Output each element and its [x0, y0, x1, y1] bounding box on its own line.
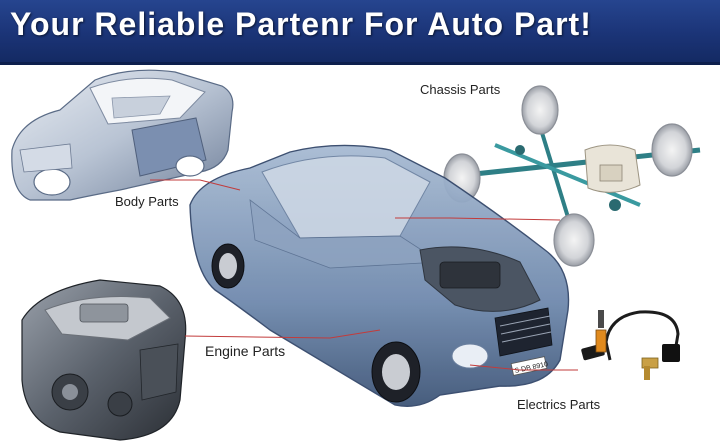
pointer-engine [184, 329, 381, 339]
pointer-lines [150, 179, 578, 371]
pointer-body [150, 179, 241, 191]
body-shell-image [11, 69, 234, 201]
engine-image [21, 279, 187, 441]
banner-title: Your Reliable Partenr For Auto Part! [10, 6, 592, 42]
label-engine-parts: Engine Parts [205, 343, 286, 359]
pointer-chassis [395, 217, 561, 221]
electrics-image [581, 310, 680, 380]
pointer-electrics [469, 364, 578, 371]
chassis-image [443, 85, 701, 267]
label-electrics-parts: Electrics Parts [517, 397, 601, 412]
car-cutaway-image: S DB 8910 [189, 144, 570, 407]
label-body-parts: Body Parts [115, 194, 179, 209]
header-banner: Your Reliable Partenr For Auto Part! [0, 0, 720, 65]
label-chassis-parts: Chassis Parts [420, 82, 501, 97]
